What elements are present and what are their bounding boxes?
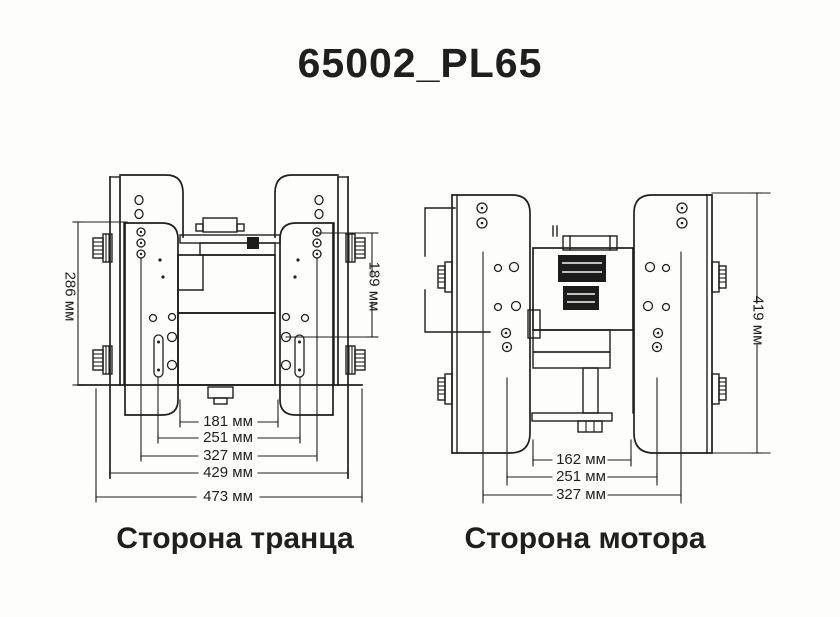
page-title: 65002_PL65 xyxy=(297,40,543,86)
actuator xyxy=(195,217,245,233)
view-label-motor: Сторона мотора xyxy=(464,522,706,555)
jack-plate xyxy=(124,222,179,416)
dim-label-transom-inner-height: 189 мм xyxy=(365,261,383,312)
cylinder-body xyxy=(177,254,276,314)
lower-hole-cluster xyxy=(148,312,178,371)
hex-bolt-icon xyxy=(437,261,453,293)
view-label-transom: Сторона транца xyxy=(116,522,354,555)
dim-label-motor-width-3: 327 мм xyxy=(556,486,606,503)
dim-label-motor-width-2: 251 мм xyxy=(556,468,606,485)
motor-right-plate-assembly-mirrored xyxy=(630,194,727,504)
hex-bolt-icon xyxy=(92,233,113,263)
cylinder-block xyxy=(532,329,611,353)
hydraulic-unit xyxy=(527,225,634,433)
transom-wing-plate xyxy=(119,174,184,238)
pin-hole xyxy=(158,258,162,262)
pin-hole xyxy=(161,275,165,279)
clamp-block xyxy=(247,237,259,249)
motor-view-drawing xyxy=(424,192,771,504)
dim-label-transom-width-1: 181 мм xyxy=(203,413,253,430)
mounting-plate xyxy=(451,194,531,454)
extension-lines xyxy=(95,257,181,503)
cross-member xyxy=(179,234,281,244)
cylinder-rod xyxy=(582,367,599,414)
extension-lines xyxy=(482,251,534,504)
cross-member xyxy=(199,242,276,256)
transom-view-drawing xyxy=(72,174,379,503)
dimension-lines xyxy=(482,192,771,500)
motor-left-plate-assembly xyxy=(437,194,534,504)
dim-label-transom-width-5: 473 мм xyxy=(203,488,253,505)
transom-left-bracket-assembly xyxy=(92,174,184,503)
dim-label-transom-width-3: 327 мм xyxy=(203,447,253,464)
bottom-fitting xyxy=(207,386,234,405)
mounting-rivets xyxy=(136,227,146,259)
hydraulic-unit xyxy=(77,217,363,405)
product-label-sticker xyxy=(558,255,606,282)
bottom-flange xyxy=(531,412,613,422)
hex-bolt-icon xyxy=(437,373,453,405)
transom-right-bracket-assembly-mirrored xyxy=(274,174,366,503)
product-label-sticker xyxy=(563,286,599,310)
hex-bolt-icon xyxy=(92,345,113,375)
dim-label-transom-height: 286 мм xyxy=(61,271,79,322)
cylinder-block xyxy=(532,351,611,369)
side-tab xyxy=(527,309,541,339)
dimension-lines xyxy=(72,221,379,502)
side-rail xyxy=(109,176,125,479)
dim-label-motor-width-1: 162 мм xyxy=(556,451,606,468)
c-bracket-outline xyxy=(424,207,491,333)
dim-label-transom-width-4: 429 мм xyxy=(203,464,253,481)
dim-label-motor-height: 419 мм xyxy=(749,295,767,346)
cylinder-body-lower xyxy=(177,312,276,386)
bottom-nut xyxy=(577,420,603,433)
adjustment-slot xyxy=(153,334,164,378)
dim-label-transom-width-2: 251 мм xyxy=(203,429,253,446)
